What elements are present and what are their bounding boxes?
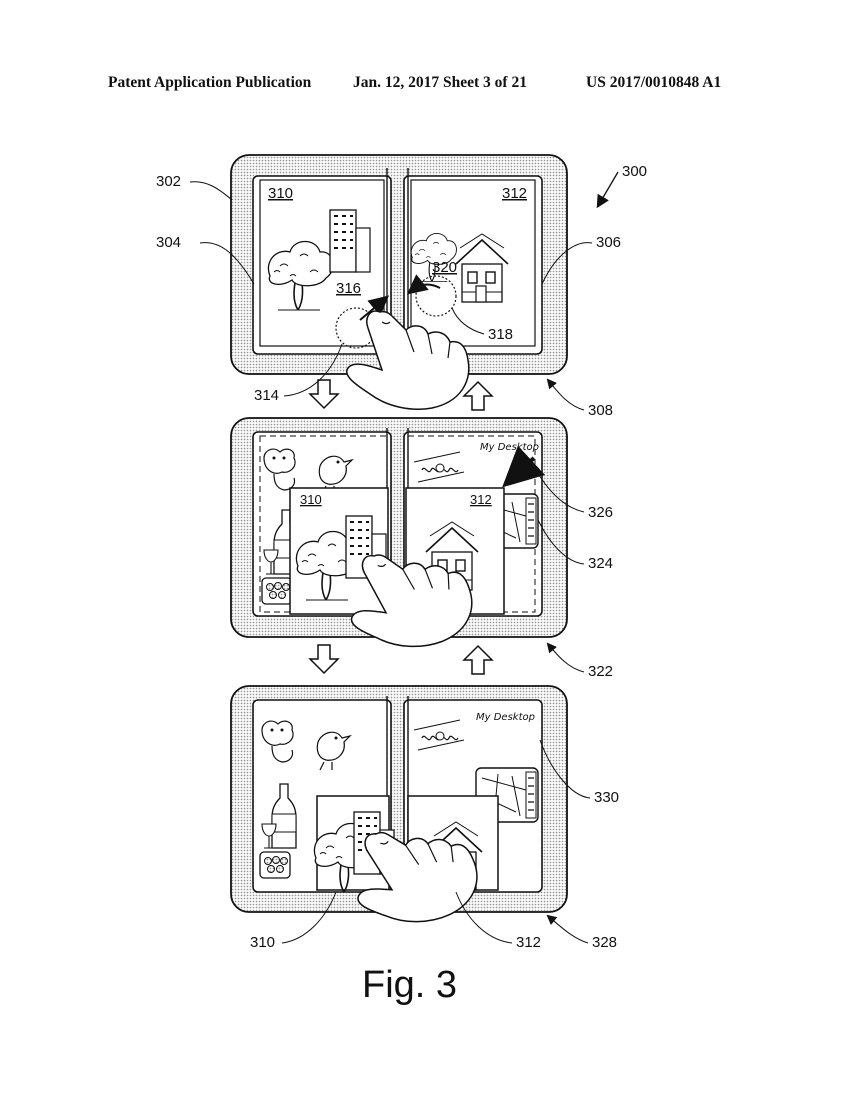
svg-text:310: 310 [300, 492, 322, 507]
svg-text:312: 312 [470, 492, 492, 507]
svg-text:My Desktop: My Desktop [476, 712, 535, 723]
publication-label: Patent Application Publication [108, 74, 312, 91]
svg-text:306: 306 [596, 234, 621, 251]
page-header: Patent Application Publication Jan. 12, … [0, 74, 850, 96]
crowd-icon [261, 577, 293, 605]
svg-text:324: 324 [588, 555, 613, 572]
svg-text:322: 322 [588, 663, 613, 680]
svg-text:314: 314 [254, 387, 279, 404]
label-320: 320 [432, 259, 457, 276]
reference-labels: 300 302 304 306 308 314 318 326 324 322 … [156, 163, 647, 951]
label-316: 316 [336, 280, 361, 297]
date-sheet-label: Jan. 12, 2017 Sheet 3 of 21 [353, 74, 527, 91]
svg-text:318: 318 [488, 326, 513, 343]
device-328: My Desktop [230, 685, 568, 938]
arrow-up-icon [462, 380, 494, 411]
svg-text:304: 304 [156, 234, 181, 251]
window-312 [410, 179, 536, 347]
svg-text:302: 302 [156, 173, 181, 190]
label-312: 312 [502, 185, 527, 202]
arrow-down-icon [308, 379, 340, 410]
device-322: My Desktop 310 312 [230, 417, 568, 659]
transition-arrows-1 [308, 379, 494, 411]
drag-arrow-316 [359, 295, 390, 321]
label-310: 310 [268, 185, 293, 202]
desktop-label: My Desktop [480, 442, 539, 453]
drag-arrow-320 [406, 274, 441, 295]
window-310 [259, 179, 385, 347]
arrow-up-icon [462, 644, 494, 675]
touch-point-318 [415, 275, 457, 317]
svg-text:326: 326 [588, 504, 613, 521]
svg-text:310: 310 [250, 934, 275, 951]
figure-caption: Fig. 3 [362, 964, 457, 1006]
transition-arrows-2 [308, 644, 494, 675]
arrow-down-icon [308, 644, 340, 675]
crowd-icon [259, 851, 291, 879]
publication-number: US 2017/0010848 A1 [586, 74, 722, 91]
svg-text:330: 330 [594, 789, 619, 806]
zoom-arrow-326 [502, 445, 546, 488]
svg-text:312: 312 [516, 934, 541, 951]
device-300: 310 312 316 320 [230, 154, 568, 410]
svg-text:328: 328 [592, 934, 617, 951]
svg-text:300: 300 [622, 163, 647, 180]
svg-text:308: 308 [588, 402, 613, 419]
